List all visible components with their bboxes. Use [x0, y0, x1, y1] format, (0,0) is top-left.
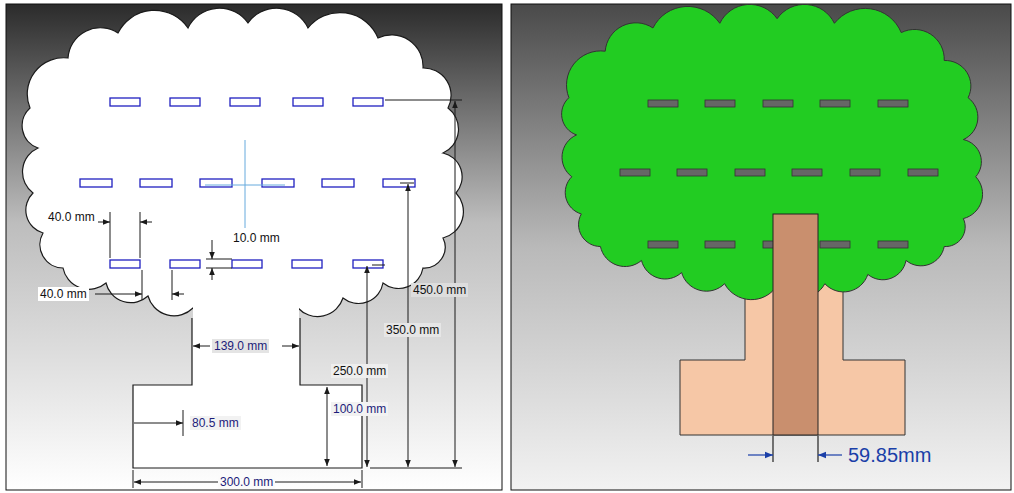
dimension-label: 139.0 mm: [212, 339, 269, 353]
plank-part: [773, 214, 818, 435]
tree-model: [562, 4, 983, 435]
slot: [232, 260, 262, 268]
slot-row: [80, 98, 415, 268]
dimension-label: 59.85mm: [846, 444, 933, 466]
slot: [763, 100, 793, 107]
slot: [820, 100, 850, 107]
dimension-label: 40.0 mm: [38, 287, 89, 301]
slot: [322, 179, 354, 187]
dimension-label: 350.0 mm: [384, 323, 441, 337]
slot: [293, 98, 323, 106]
slot: [383, 179, 415, 187]
tree-crown: [562, 4, 983, 299]
slot: [705, 241, 735, 248]
slot: [110, 98, 140, 106]
dimension-label: 250.0 mm: [331, 364, 388, 378]
slot: [648, 100, 678, 107]
tree-outline: [22, 8, 463, 468]
slot: [878, 241, 908, 248]
slot: [792, 169, 822, 176]
slot: [262, 179, 294, 187]
right-panel: [511, 4, 1011, 490]
slot: [820, 241, 850, 248]
slot: [735, 169, 765, 176]
slot: [908, 169, 938, 176]
trunk-join: [193, 300, 299, 326]
slot: [200, 179, 232, 187]
slot: [140, 179, 172, 187]
slot: [170, 260, 200, 268]
dimension-lines: [95, 100, 462, 488]
slot: [878, 100, 908, 107]
slot: [353, 260, 383, 268]
tree-trunk: [133, 318, 362, 468]
slot: [353, 98, 383, 106]
slot: [677, 169, 707, 176]
dimension-label: 450.0 mm: [411, 283, 468, 297]
slot: [292, 260, 322, 268]
dimension-label: 10.0 mm: [231, 231, 282, 245]
tree-crown: [22, 8, 463, 325]
slot: [620, 169, 650, 176]
slot: [850, 169, 880, 176]
dimension-label: 80.5 mm: [190, 416, 241, 430]
left-panel: [6, 4, 502, 490]
slot: [648, 241, 678, 248]
slot: [230, 98, 260, 106]
dimension-label: 100.0 mm: [331, 402, 388, 416]
slot: [80, 179, 112, 187]
dimension-label: 300.0 mm: [218, 475, 275, 489]
slot: [110, 260, 140, 268]
dimension-lines: [748, 436, 842, 462]
slot: [705, 100, 735, 107]
dimension-label: 40.0 mm: [46, 210, 97, 224]
slot: [170, 98, 200, 106]
